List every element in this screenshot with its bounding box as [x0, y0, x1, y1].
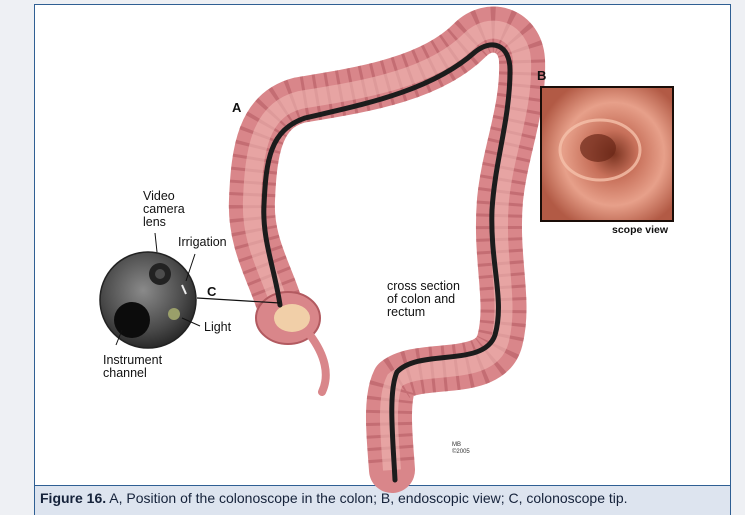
irrigation-label: Irrigation [178, 235, 227, 249]
cross-section-label: cross section of colon and rectum [387, 279, 460, 319]
label-c: C [207, 284, 217, 299]
colonoscope-tube [261, 42, 513, 483]
caption-label: Figure 16. [40, 490, 107, 506]
endoscopic-view-panel [540, 86, 674, 222]
label-a: A [232, 100, 242, 115]
irrigation-nozzle [181, 284, 187, 295]
colon [228, 6, 546, 493]
scope-view-label: scope view [612, 224, 669, 236]
instrument-channel-opening [114, 302, 150, 338]
callout-line [196, 297, 281, 304]
colonoscope-tip [99, 232, 201, 349]
artist-signature: MB ©2005 [452, 442, 470, 455]
instrument-channel-label: Instrument channel [103, 353, 163, 380]
label-b: B [537, 68, 547, 83]
light-label: Light [204, 320, 232, 334]
caption-text: A, Position of the colonoscope in the co… [106, 490, 628, 506]
figure-caption: Figure 16. A, Position of the colonoscop… [40, 490, 628, 506]
light-source [168, 308, 180, 320]
video-camera-lens-label: Video camera lens [143, 189, 185, 229]
